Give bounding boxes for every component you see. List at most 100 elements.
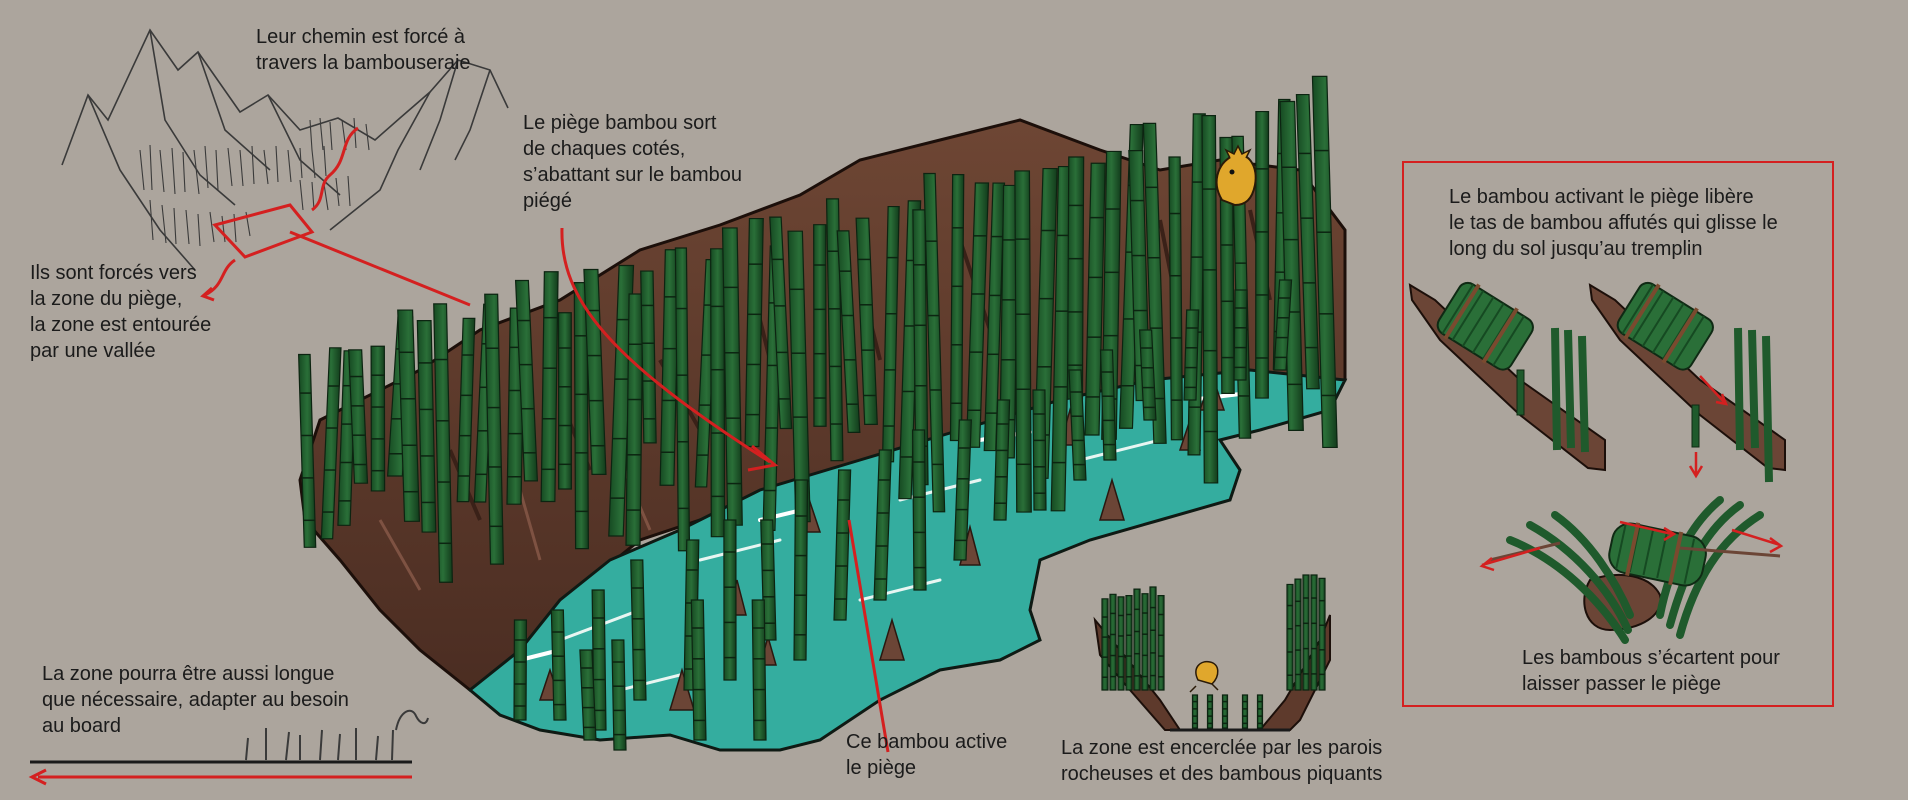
bamboo-stalk xyxy=(1014,170,1032,513)
bamboo-stalk xyxy=(999,184,1019,459)
sketch-path-arrows xyxy=(200,126,471,307)
bamboo-stalk xyxy=(1032,389,1047,511)
bamboo-stalk xyxy=(674,247,691,552)
bamboo-stalk xyxy=(1310,574,1318,691)
spread-note: Les bambous s’écartent pour laisser pass… xyxy=(1522,645,1780,697)
bamboo-stalk xyxy=(1099,349,1117,461)
bamboo-stalk xyxy=(1141,593,1149,691)
bamboo-stalk xyxy=(640,270,657,444)
trap-mechanism xyxy=(1408,281,1786,644)
path-note-line: travers la bambouseraie xyxy=(256,52,471,74)
bamboo-stalk xyxy=(514,279,539,482)
bamboo-stalk xyxy=(320,347,342,540)
bamboo-stalk xyxy=(769,216,793,430)
bamboo-stalk xyxy=(751,599,767,741)
ground-line xyxy=(28,709,429,786)
bamboo-stalk xyxy=(923,172,946,513)
length-note-line: au board xyxy=(42,715,121,737)
bamboo-stalk xyxy=(813,224,827,427)
bamboo-stalk xyxy=(1168,156,1184,441)
bamboo-stalk xyxy=(1241,694,1249,729)
bamboo-stalk xyxy=(583,268,607,476)
release-note-line: le tas de bambou affutés qui glisse le xyxy=(1449,212,1778,234)
trap-sides-note-line: de chaques cotés, xyxy=(523,138,686,160)
bamboo-stalk xyxy=(513,619,528,721)
bamboo-stalk xyxy=(540,271,559,503)
trap-mechanism-frame xyxy=(1402,161,1834,707)
bamboo-stalk xyxy=(836,230,861,433)
trap-arrows xyxy=(560,227,890,753)
bamboo-stalk xyxy=(298,353,317,548)
bamboo-stalk xyxy=(873,449,892,601)
bamboo-stalk xyxy=(1318,577,1326,691)
bamboo-stalk xyxy=(1295,93,1320,390)
cross-section xyxy=(1093,574,1331,732)
bamboo-stalk xyxy=(550,609,567,721)
bamboo-stalk xyxy=(416,320,437,533)
valley-note-line: Ils sont forcés vers xyxy=(30,262,197,284)
bamboo-stalk xyxy=(1221,694,1229,729)
bamboo-stalk xyxy=(1157,595,1165,691)
release-note-line: long du sol jusqu’au tremplin xyxy=(1449,238,1703,260)
valley-note-line: la zone du piège, xyxy=(30,288,183,310)
bamboo-stalk xyxy=(710,248,726,538)
bamboo-stalk xyxy=(1201,115,1219,484)
bamboo-stalk xyxy=(1068,369,1087,481)
bamboo-stalk xyxy=(911,429,927,591)
bamboo-stalk xyxy=(1138,329,1157,421)
activator-note-line: le piège xyxy=(846,757,917,779)
length-note: La zone pourra être aussi longue que néc… xyxy=(42,661,349,739)
spread-note-line: laisser passer le piège xyxy=(1522,673,1721,695)
valley-note: Ils sont forcés vers la zone du piège, l… xyxy=(30,260,211,364)
bamboo-stalk xyxy=(1206,694,1214,729)
bamboo-stalk xyxy=(690,599,707,741)
bamboo-stalk xyxy=(591,589,607,731)
bamboo-forest xyxy=(298,75,1338,751)
bamboo-stalk xyxy=(1101,598,1109,691)
bamboo-stalk xyxy=(1286,583,1294,691)
activator-note-line: Ce bambou active xyxy=(846,731,1008,753)
bamboo-stalk xyxy=(1191,694,1199,729)
enclosure-note: La zone est encerclée par les parois roc… xyxy=(1061,735,1382,787)
length-note-line: que nécessaire, adapter au besoin xyxy=(42,689,349,711)
trap-sides-note-line: Le piège bambou sort xyxy=(523,112,717,134)
bamboo-stalk xyxy=(723,519,737,681)
bamboo-stalk xyxy=(1183,309,1200,401)
bamboo-stalk xyxy=(1256,694,1264,729)
spread-note-line: Les bambous s’écartent pour xyxy=(1522,647,1780,669)
bamboo-stalk xyxy=(630,559,647,701)
trap-sides-note: Le piège bambou sort de chaques cotés, s… xyxy=(523,110,742,214)
trap-sides-note-line: s’abattant sur le bambou xyxy=(523,164,743,186)
bamboo-stalk xyxy=(625,293,644,546)
bamboo-stalk xyxy=(949,174,965,442)
bamboo-stalk xyxy=(1294,578,1302,691)
trap-sides-note-line: piégé xyxy=(523,190,572,212)
bamboo-stalk xyxy=(953,419,972,561)
bamboo-stalk xyxy=(433,303,454,583)
bamboo-stalk xyxy=(348,349,369,484)
length-note-line: La zone pourra être aussi longue xyxy=(42,663,335,685)
bamboo-stalk xyxy=(1149,586,1157,691)
valley-note-line: la zone est entourée xyxy=(30,314,212,336)
bamboo-stalk xyxy=(993,399,1011,521)
bamboo-stalk xyxy=(397,309,421,522)
bamboo-stalk xyxy=(965,182,990,448)
activator-note: Ce bambou active le piège xyxy=(846,729,1007,781)
creature-lookout xyxy=(1215,144,1257,207)
bamboo-stalk xyxy=(1084,162,1106,436)
bamboo-stalk xyxy=(1133,588,1141,691)
bamboo-stalk xyxy=(579,649,597,741)
bamboo-stalk xyxy=(833,469,852,621)
bamboo-stalk xyxy=(1255,110,1270,399)
path-note-line: Leur chemin est forcé à xyxy=(256,26,465,48)
bamboo-stalk xyxy=(611,639,627,751)
bamboo-stalk xyxy=(1311,75,1338,449)
bamboo-stalk xyxy=(1117,596,1125,691)
enclosure-note-line: La zone est encerclée par les parois xyxy=(1061,737,1383,759)
bamboo-stalk xyxy=(1066,156,1085,400)
bamboo-stalk xyxy=(1302,574,1310,691)
bamboo-stalk xyxy=(484,293,505,565)
bamboo-stalk xyxy=(557,312,572,490)
bamboo-stalk xyxy=(659,249,680,486)
